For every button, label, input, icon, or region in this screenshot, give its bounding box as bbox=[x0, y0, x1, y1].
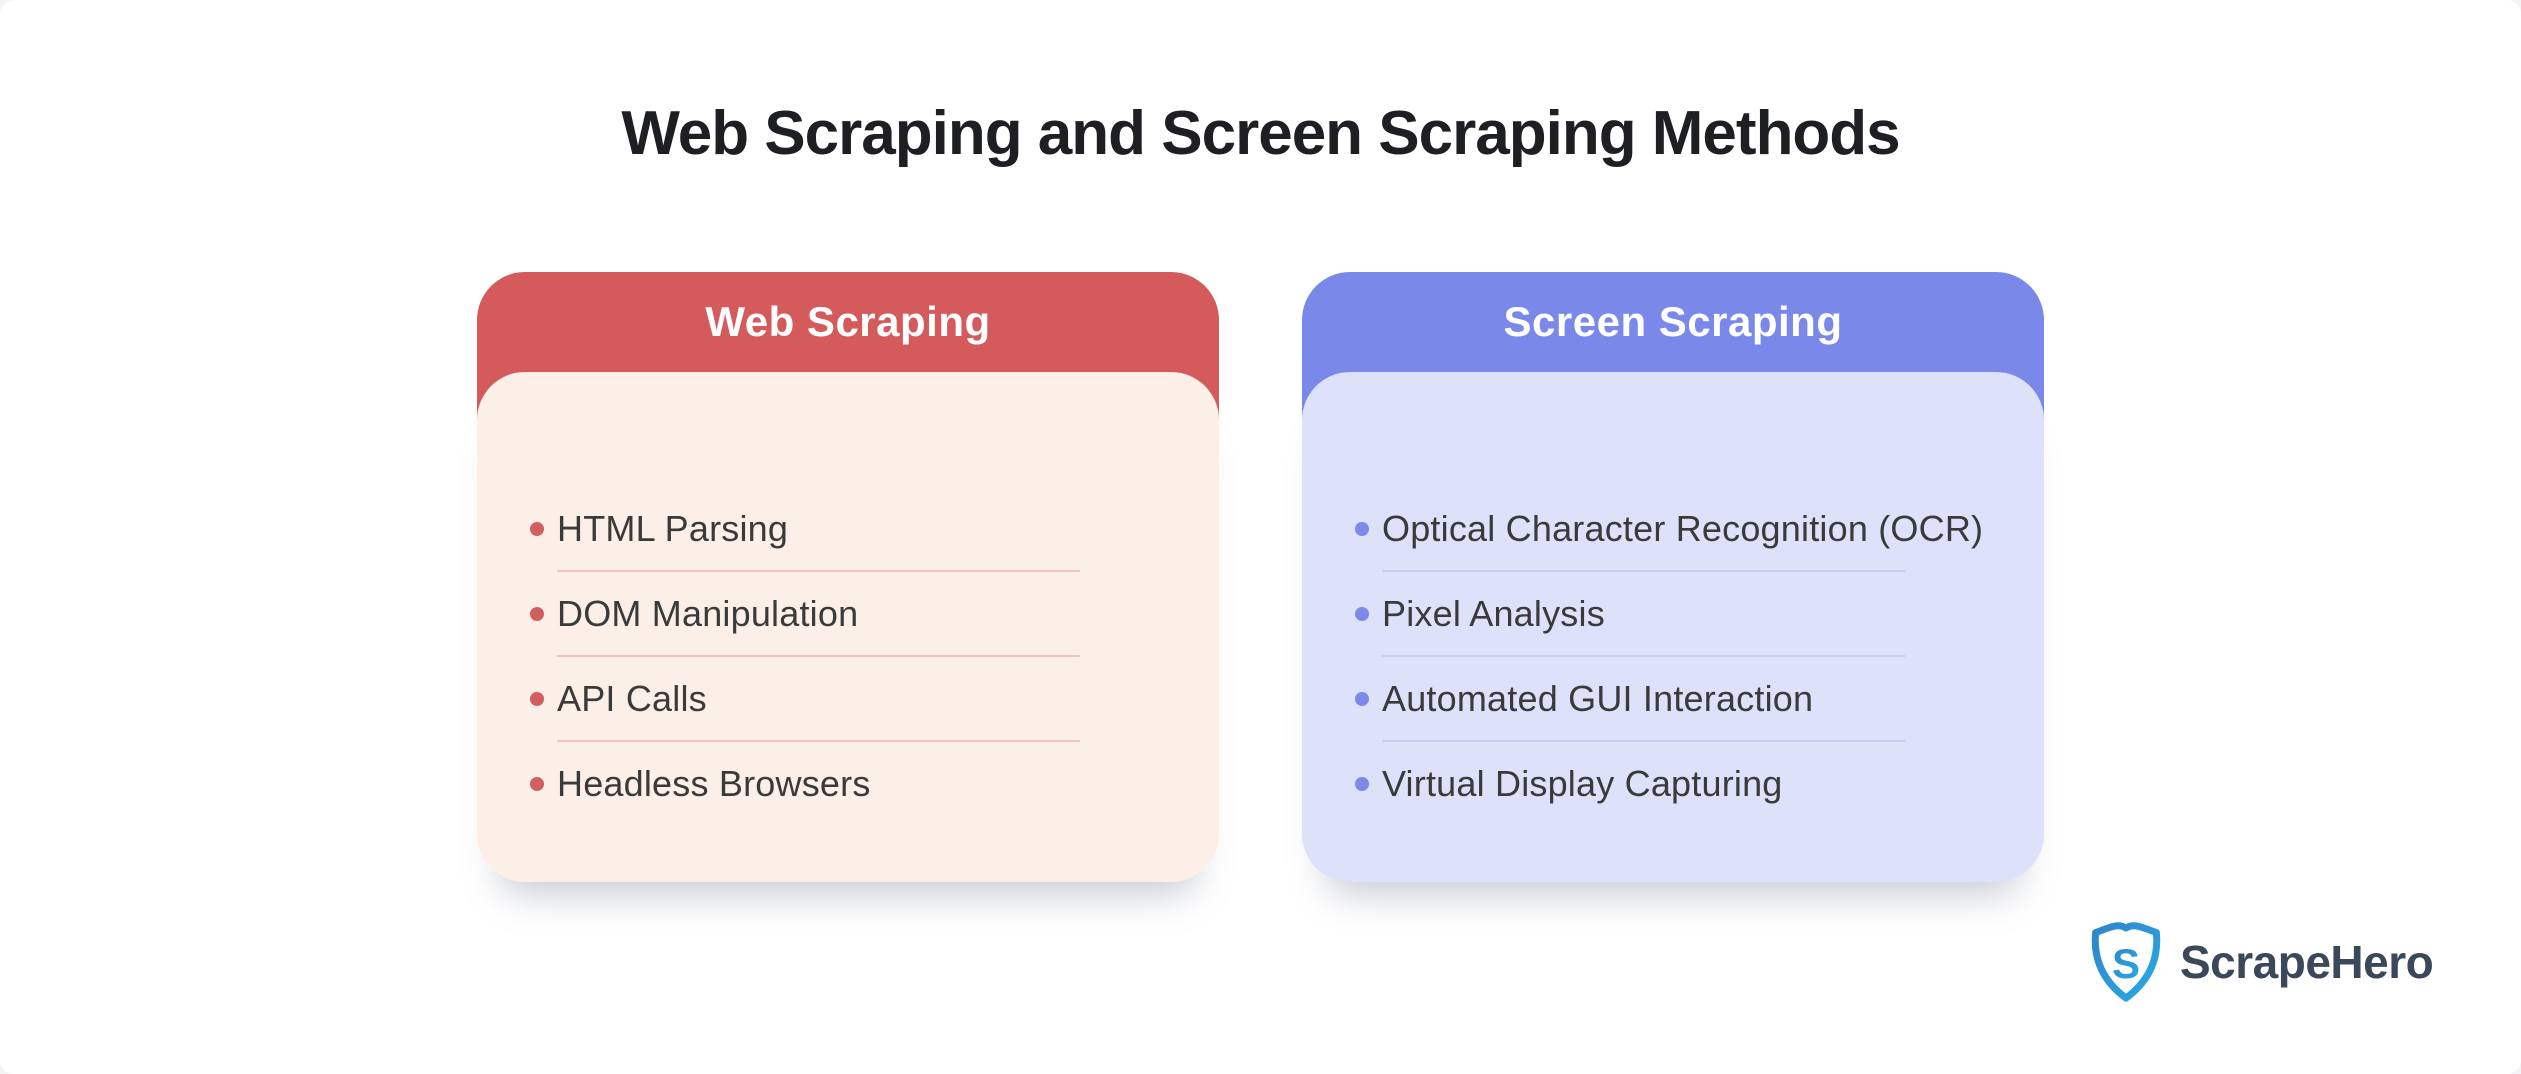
web-scraping-card-body: HTML Parsing DOM Manipulation API Calls … bbox=[477, 372, 1219, 882]
list-item: Virtual Display Capturing bbox=[1355, 742, 2044, 825]
screen-scraping-card-body: Optical Character Recognition (OCR) Pixe… bbox=[1302, 372, 2044, 882]
divider bbox=[1382, 740, 1905, 742]
bullet-icon bbox=[1355, 691, 1369, 706]
divider bbox=[1382, 570, 1905, 572]
bullet-icon bbox=[530, 606, 544, 621]
divider bbox=[557, 740, 1080, 742]
screen-scraping-card: Screen Scraping Optical Character Recogn… bbox=[1302, 272, 2044, 882]
list-item-label: HTML Parsing bbox=[557, 507, 789, 549]
bullet-icon bbox=[530, 521, 544, 536]
divider bbox=[1382, 655, 1905, 657]
screen-scraping-method-list: Optical Character Recognition (OCR) Pixe… bbox=[1355, 487, 2044, 825]
divider bbox=[557, 570, 1080, 572]
bullet-icon bbox=[530, 691, 544, 706]
bullet-icon bbox=[1355, 521, 1369, 536]
scrapehero-shield-icon: S bbox=[2091, 922, 2161, 1002]
bullet-icon bbox=[1355, 606, 1369, 621]
scrapehero-logo: S ScrapeHero bbox=[2087, 921, 2434, 1002]
list-item: HTML Parsing bbox=[530, 487, 1219, 570]
page-title: Web Scraping and Screen Scraping Methods bbox=[621, 99, 1900, 168]
list-item-label: Optical Character Recognition (OCR) bbox=[1382, 507, 1984, 549]
svg-text:S: S bbox=[2112, 940, 2140, 987]
list-item-label: Headless Browsers bbox=[557, 762, 871, 804]
bullet-icon bbox=[530, 776, 544, 791]
list-item: Automated GUI Interaction bbox=[1355, 657, 2044, 740]
list-item: API Calls bbox=[530, 657, 1219, 740]
list-item: DOM Manipulation bbox=[530, 572, 1219, 655]
list-item-label: DOM Manipulation bbox=[557, 592, 859, 634]
list-item: Optical Character Recognition (OCR) bbox=[1355, 487, 2044, 570]
list-item-label: Virtual Display Capturing bbox=[1382, 762, 1783, 804]
scrapehero-logo-text: ScrapeHero bbox=[2180, 935, 2434, 988]
list-item-label: Pixel Analysis bbox=[1382, 592, 1605, 634]
divider bbox=[557, 655, 1080, 657]
list-item-label: API Calls bbox=[557, 677, 707, 719]
list-item-label: Automated GUI Interaction bbox=[1382, 677, 1814, 719]
web-scraping-card-title: Web Scraping bbox=[705, 298, 991, 345]
web-scraping-card: Web Scraping HTML Parsing DOM Manipulati… bbox=[477, 272, 1219, 882]
list-item: Pixel Analysis bbox=[1355, 572, 2044, 655]
web-scraping-method-list: HTML Parsing DOM Manipulation API Calls … bbox=[530, 487, 1219, 825]
bullet-icon bbox=[1355, 776, 1369, 791]
screen-scraping-card-title: Screen Scraping bbox=[1503, 298, 1843, 345]
list-item: Headless Browsers bbox=[530, 742, 1219, 825]
